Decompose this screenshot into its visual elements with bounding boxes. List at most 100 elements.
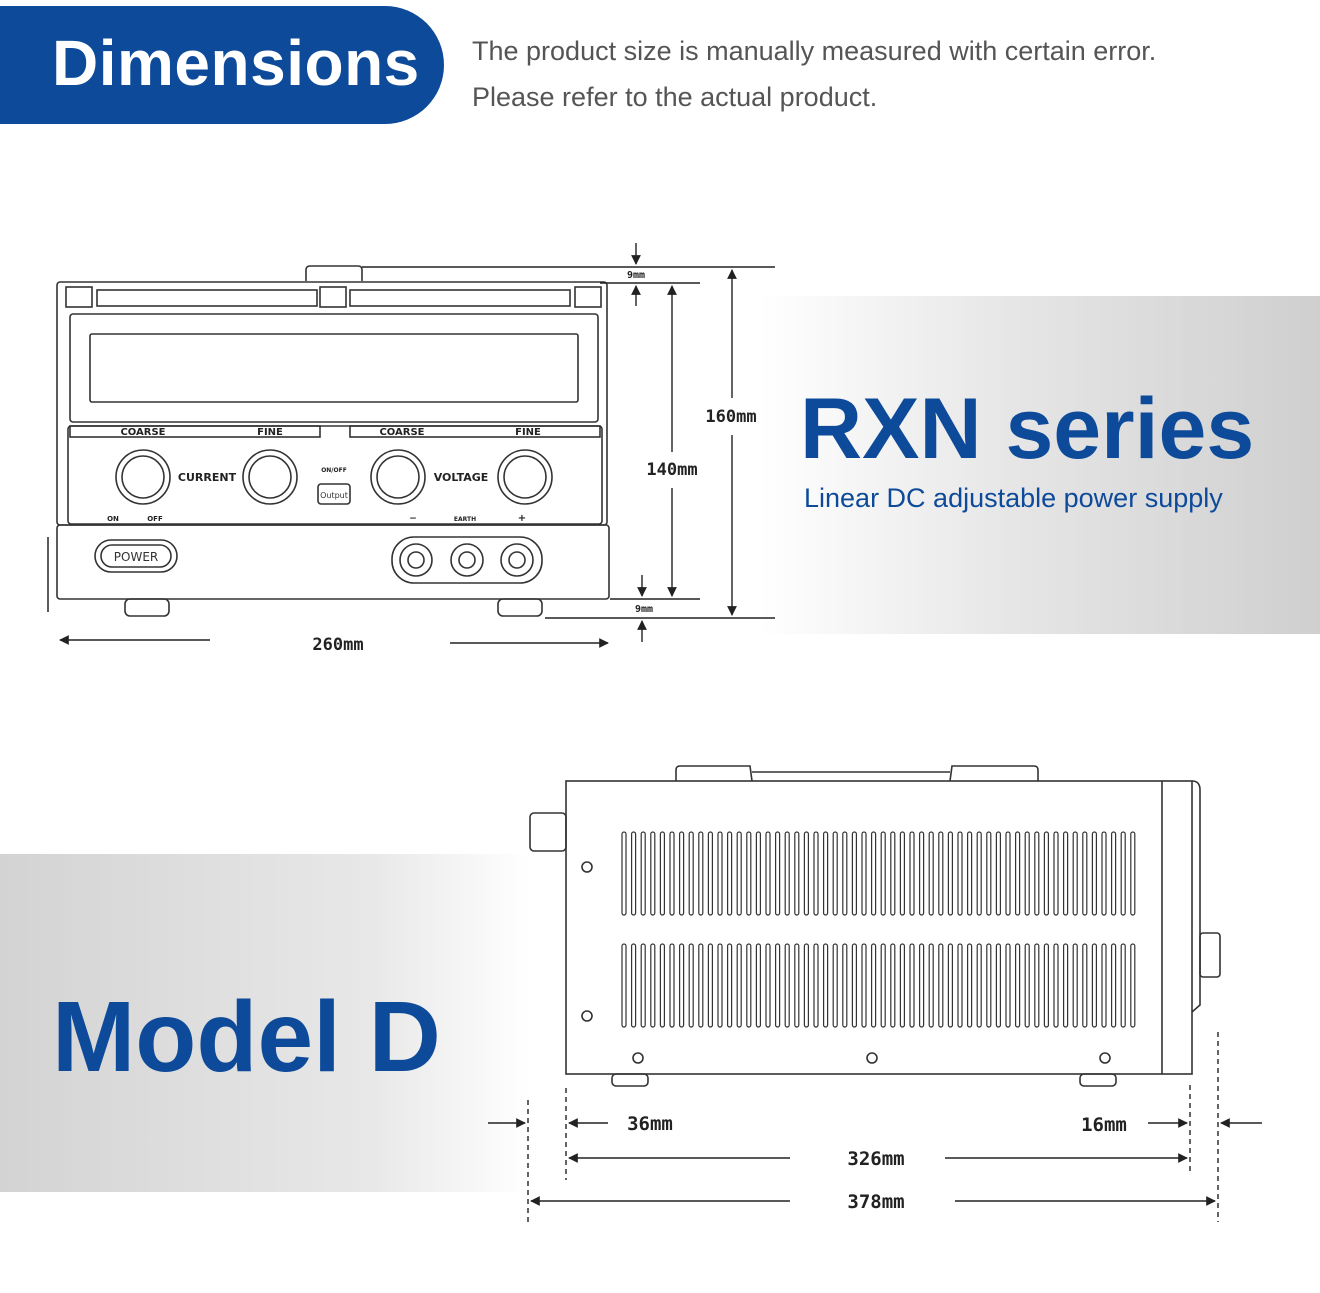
- vent-slot: [822, 831, 829, 916]
- voltage-label: VOLTAGE: [434, 471, 489, 484]
- vent-slot: [832, 943, 838, 1028]
- vent-slot: [1130, 943, 1136, 1028]
- vent-slot: [1024, 831, 1030, 916]
- plus-terminal-label: +: [518, 513, 526, 524]
- vent-slot: [832, 831, 838, 916]
- vent-slot: [1101, 831, 1107, 916]
- vent-slot: [1034, 943, 1040, 1028]
- vent-slot: [966, 943, 973, 1028]
- vent-slot: [698, 943, 704, 1028]
- front-view-drawing: [47, 265, 610, 617]
- side-vents: [621, 831, 1136, 1028]
- side-view-drawing: [529, 765, 1221, 1087]
- vent-slot: [1024, 943, 1030, 1028]
- vent-slot: [1091, 831, 1098, 916]
- body-depth-label: 326mm: [847, 1148, 904, 1170]
- fine-left-label: FINE: [257, 427, 283, 438]
- vent-slot: [880, 831, 886, 916]
- vent-slot: [1014, 831, 1021, 916]
- vent-slot: [957, 831, 963, 916]
- vent-slot: [640, 831, 646, 916]
- total-depth-label: 378mm: [847, 1191, 904, 1213]
- vent-slot: [1062, 831, 1069, 916]
- vent-slot: [630, 943, 637, 1028]
- height-body-label: 140mm: [646, 460, 697, 480]
- vent-slot: [650, 831, 656, 916]
- height-total-label: 160mm: [705, 407, 756, 427]
- vent-slot: [909, 831, 915, 916]
- vent-slot: [755, 831, 762, 916]
- series-subtitle: Linear DC adjustable power supply: [804, 483, 1223, 513]
- vent-slot: [976, 831, 982, 916]
- dimensions-title: Dimensions: [52, 27, 420, 99]
- front-panel-labels: COARSE FINE COARSE FINE CURRENT VOLTAGE …: [107, 427, 541, 564]
- vent-slot: [880, 943, 886, 1028]
- vent-slot: [774, 943, 781, 1028]
- vent-slot: [1110, 943, 1117, 1028]
- vent-slot: [736, 943, 742, 1028]
- vent-slot: [803, 943, 810, 1028]
- measurement-note-line2: Please refer to the actual product.: [472, 82, 878, 112]
- vent-slot: [928, 943, 934, 1028]
- front-protrusion-label: 36mm: [627, 1113, 673, 1135]
- model-title: Model D: [52, 981, 441, 1093]
- side-dimension-lines: [488, 1032, 1262, 1222]
- vent-slot: [1053, 943, 1059, 1028]
- bottom-gap-label: 9mm: [635, 604, 653, 615]
- vent-slot: [851, 943, 858, 1028]
- vent-slot: [986, 943, 992, 1028]
- vent-slot: [1043, 831, 1050, 916]
- vent-slot: [726, 943, 733, 1028]
- vent-slot: [1005, 943, 1011, 1028]
- measurement-note-line1: The product size is manually measured wi…: [472, 36, 1157, 66]
- earth-terminal-label: EARTH: [454, 516, 476, 523]
- dimensions-badge: [0, 6, 444, 124]
- vent-slot: [784, 831, 790, 916]
- vent-slot: [861, 831, 867, 916]
- current-label: CURRENT: [178, 471, 237, 484]
- off-label: OFF: [147, 515, 163, 523]
- vent-slot: [1072, 831, 1078, 916]
- vent-slot: [1101, 943, 1107, 1028]
- vent-slot: [1120, 943, 1126, 1028]
- vent-slot: [774, 831, 781, 916]
- vent-slot: [678, 943, 685, 1028]
- vent-slot: [707, 831, 714, 916]
- vent-slot: [995, 831, 1002, 916]
- vent-slot: [947, 943, 954, 1028]
- coarse-left-label: COARSE: [120, 427, 165, 438]
- vent-slot: [899, 831, 906, 916]
- vent-slot: [688, 831, 694, 916]
- vent-slot: [1082, 831, 1088, 916]
- vent-slot: [957, 943, 963, 1028]
- vent-slot: [640, 943, 646, 1028]
- series-title: RXN series: [800, 381, 1255, 477]
- vent-slot: [918, 943, 925, 1028]
- vent-slot: [976, 943, 982, 1028]
- output-button-label: Output: [320, 491, 348, 500]
- vent-slot: [918, 831, 925, 916]
- front-dimension-lines: [59, 243, 775, 648]
- vent-slot: [1091, 943, 1098, 1028]
- vent-slot: [1130, 831, 1136, 916]
- vent-slot: [1120, 831, 1126, 916]
- vent-slot: [736, 831, 742, 916]
- vent-slot: [995, 943, 1002, 1028]
- vent-slot: [947, 831, 954, 916]
- vent-slot: [1110, 831, 1117, 916]
- vent-slot: [746, 943, 752, 1028]
- side-dimension-labels: 36mm 16mm 326mm 378mm: [627, 1113, 1127, 1213]
- vent-slot: [909, 943, 915, 1028]
- vent-slot: [1034, 831, 1040, 916]
- on-label: ON: [107, 515, 119, 523]
- vent-slot: [870, 943, 877, 1028]
- vent-slot: [726, 831, 733, 916]
- side-view-gray-band: [0, 854, 530, 1192]
- power-button-label: POWER: [114, 550, 158, 564]
- vent-slot: [794, 831, 800, 916]
- vent-slot: [794, 943, 800, 1028]
- vent-slot: [938, 943, 944, 1028]
- vent-slot: [966, 831, 973, 916]
- minus-terminal-label: −: [409, 514, 417, 524]
